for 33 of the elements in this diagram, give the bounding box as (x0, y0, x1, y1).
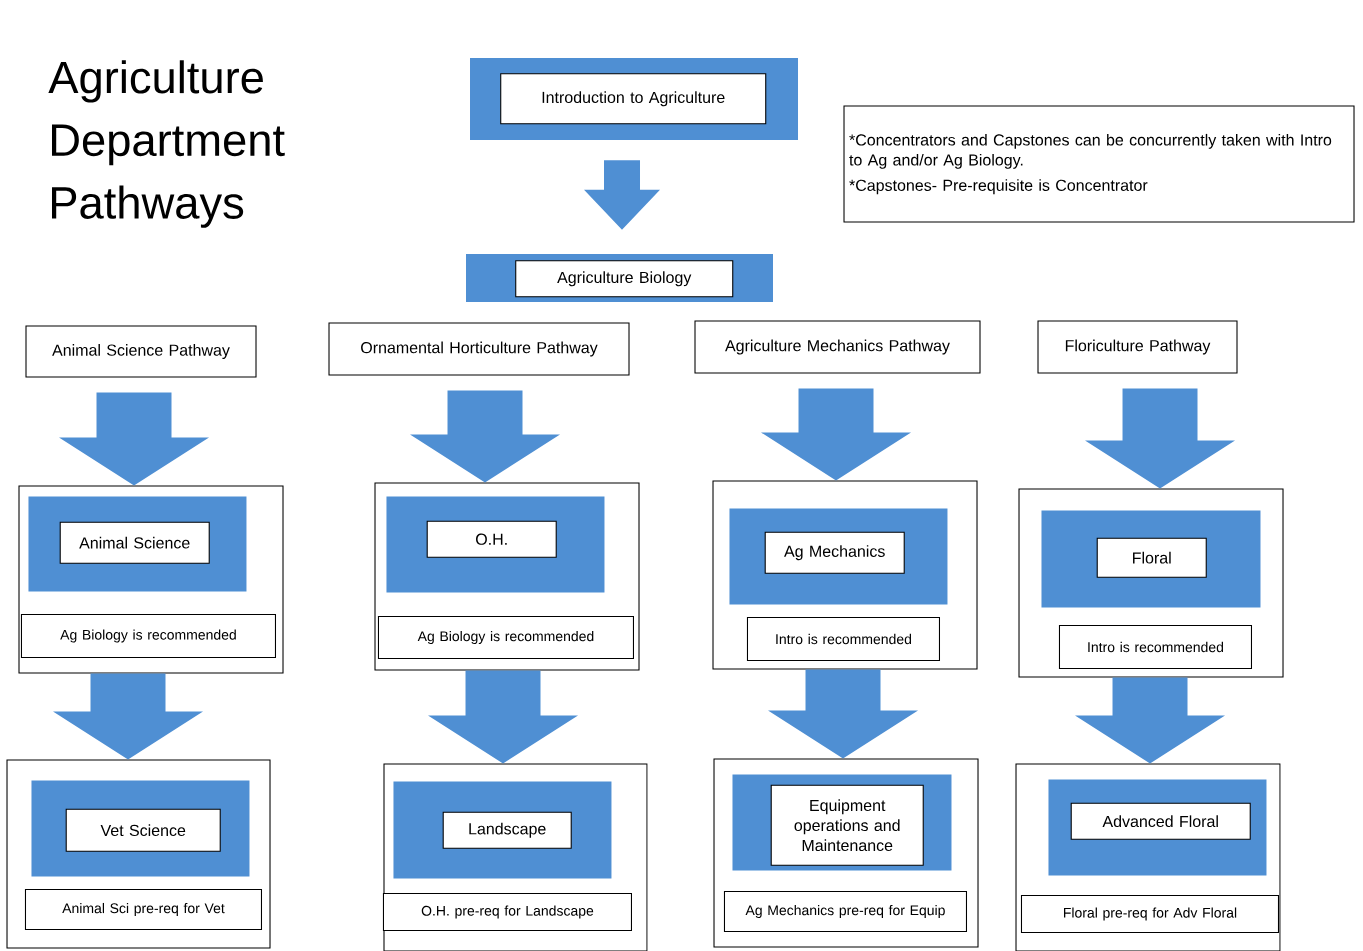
note-box: Intro is recommended (746, 616, 940, 661)
course-box: Equipment operations and Maintenance (770, 784, 924, 866)
note-box: Floral pre-req for Adv Floral (1020, 894, 1280, 933)
block-arrow (1085, 388, 1235, 489)
pathway-box: Agriculture Mechanics Pathway (694, 320, 981, 374)
block-arrow (53, 673, 203, 760)
note-box: Animal Sci pre-req for Vet (24, 888, 262, 930)
course-box: Vet Science (65, 808, 221, 852)
course-box: Floral (1096, 537, 1207, 578)
title: Agriculture Department Pathways (48, 60, 285, 228)
course-box: Agriculture Biology (515, 260, 734, 298)
note-box: Ag Mechanics pre-req for Equip (723, 890, 967, 932)
block-arrow (1075, 677, 1225, 764)
block-arrow (410, 390, 560, 483)
note-box: O.H. pre-req for Landscape (382, 892, 632, 931)
note-box: Ag Biology is recommended (20, 613, 276, 658)
course-box: Landscape (442, 811, 572, 849)
pathway-box: Animal Science Pathway (25, 325, 257, 378)
pathway-box: Floriculture Pathway (1037, 320, 1238, 374)
note-box: Intro is recommended (1058, 624, 1252, 669)
block-arrow (768, 669, 918, 759)
note-box: Ag Biology is recommended (377, 615, 634, 659)
block-arrow (584, 160, 660, 230)
course-box: Animal Science (59, 521, 210, 564)
note-box: *Concentrators and Capstones can be concurrently taken with Intro to Ag and/or Ag Biology. *Capstones- Pre-requisite is Concentrator (843, 105, 1355, 223)
block-arrow (761, 388, 911, 481)
course-box: Advanced Floral (1070, 802, 1251, 840)
course-box: Introduction to Agriculture (500, 73, 767, 125)
course-box: Ag Mechanics (764, 531, 905, 574)
course-box: O.H. (426, 520, 557, 558)
block-arrow (428, 670, 578, 764)
pathway-box: Ornamental Horticulture Pathway (328, 322, 630, 376)
block-arrow (59, 392, 209, 486)
